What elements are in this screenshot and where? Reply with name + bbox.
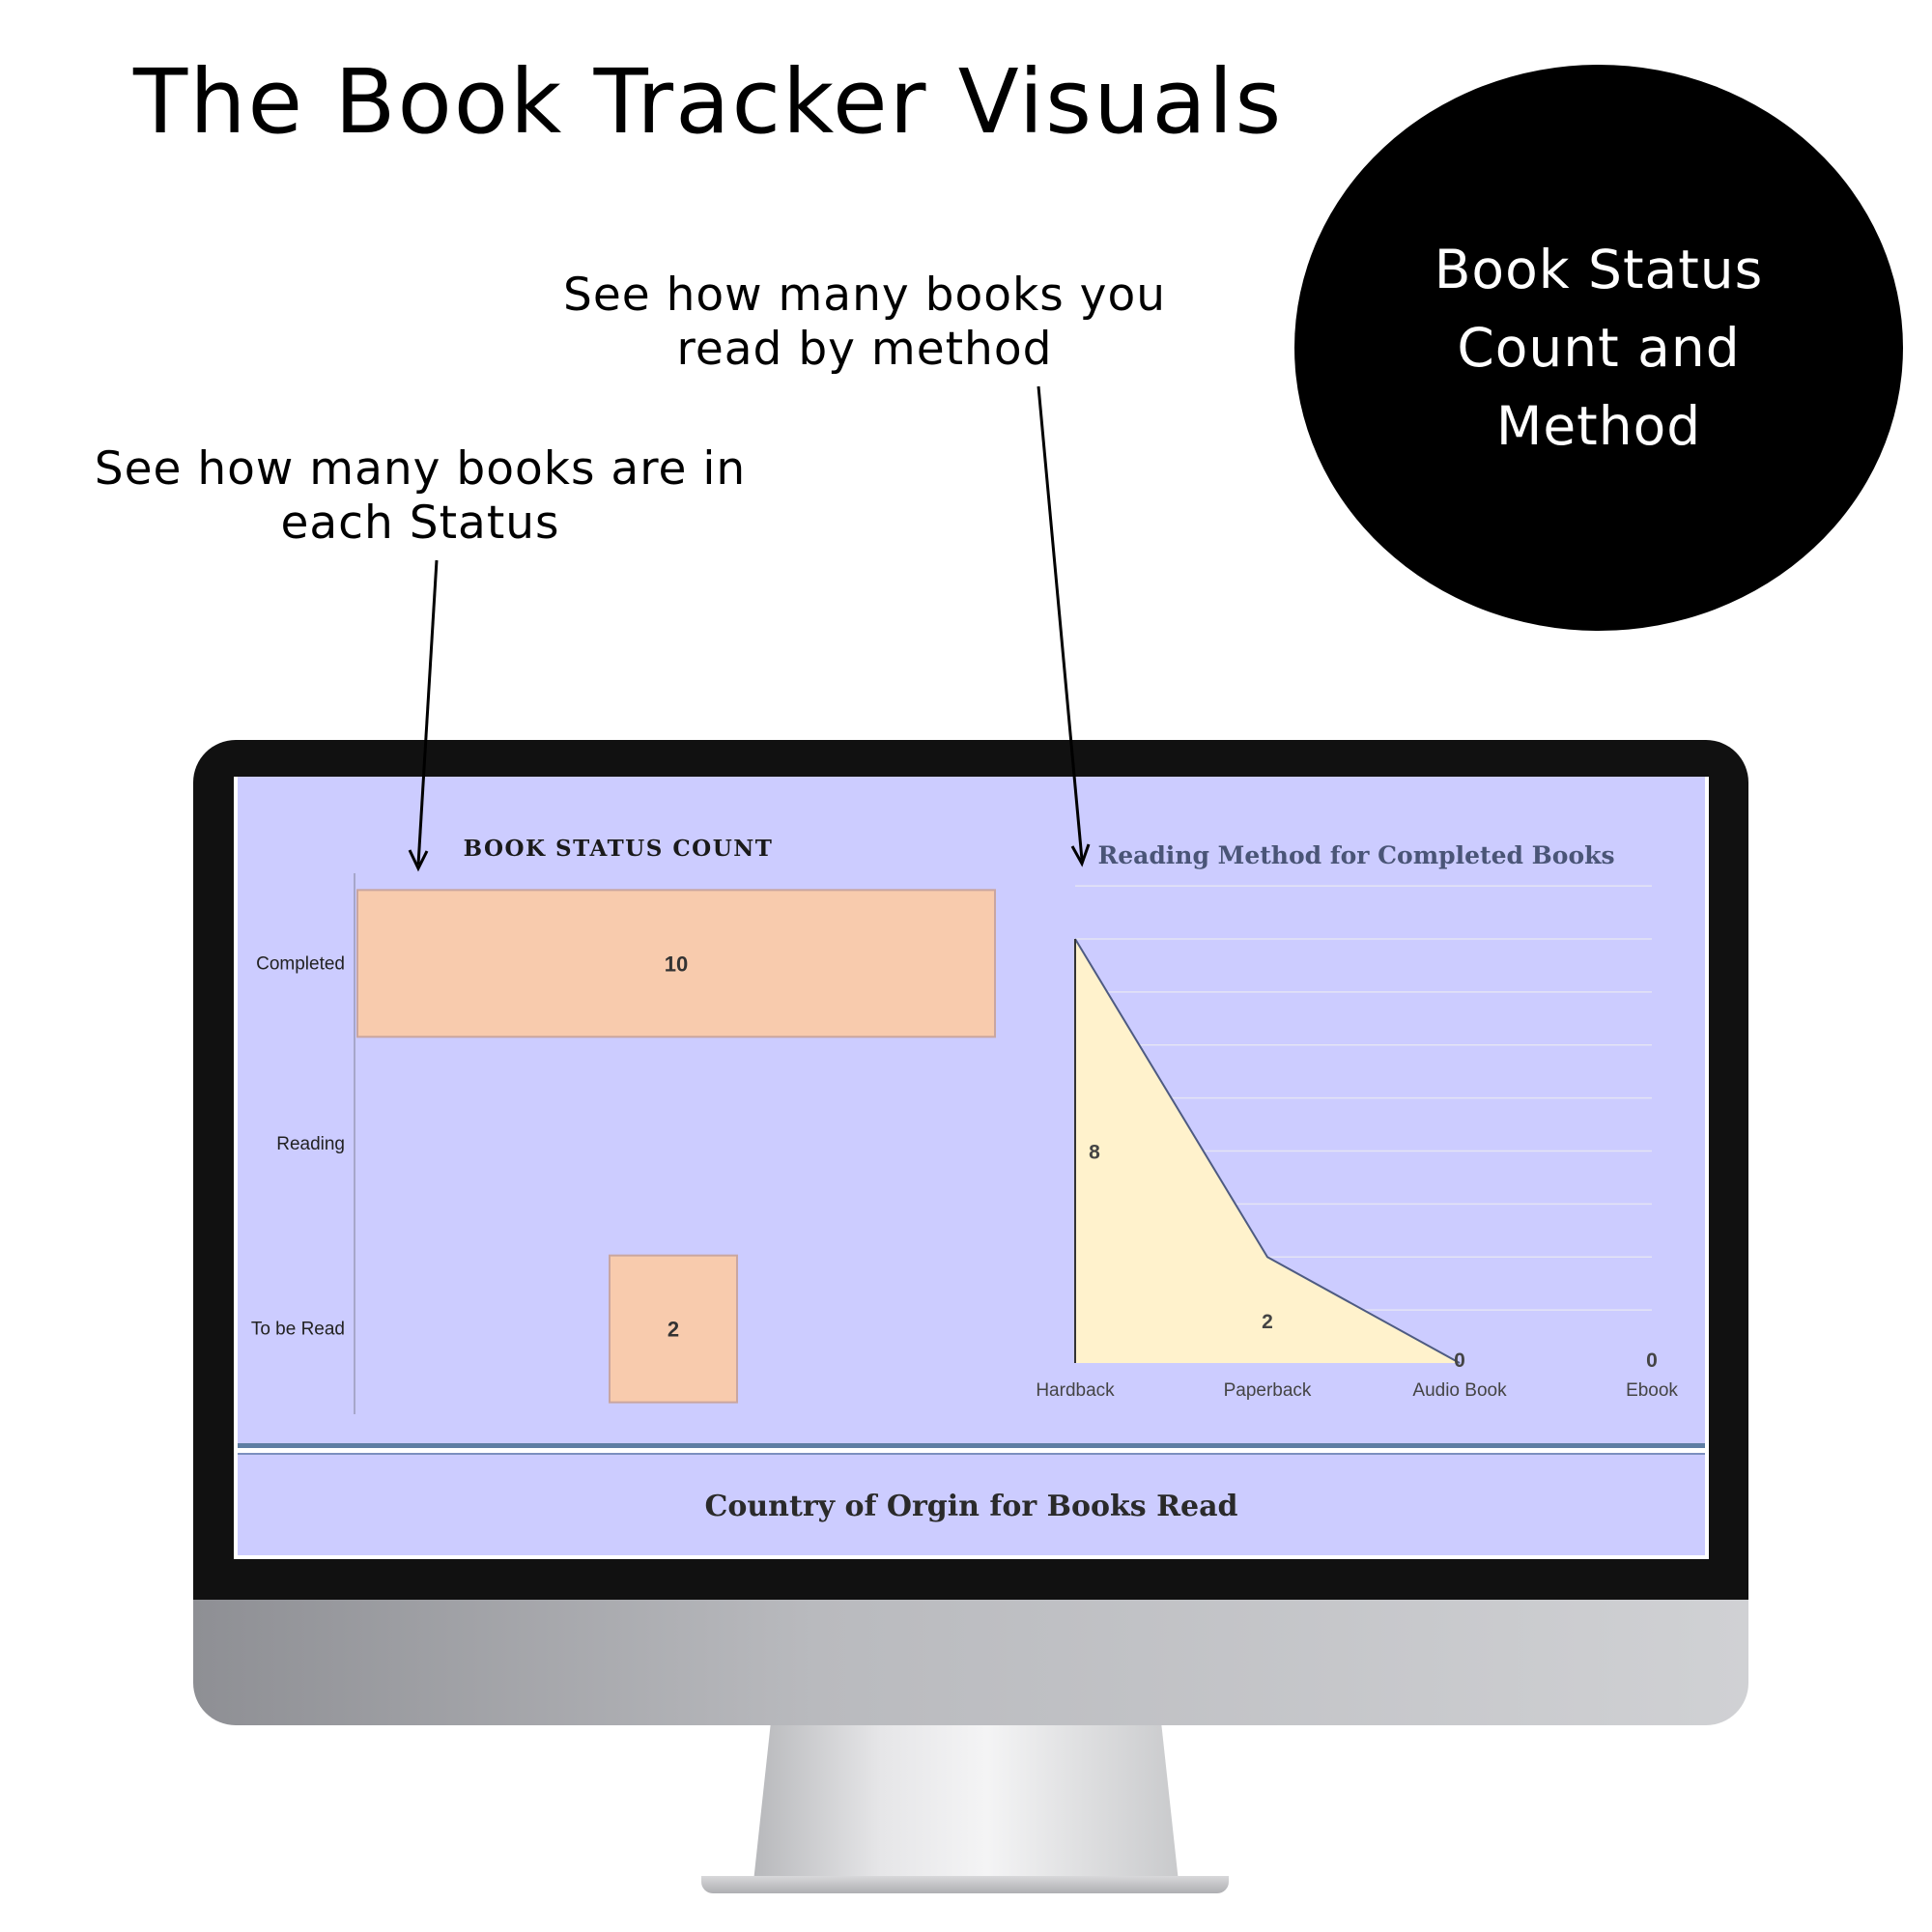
country-panel: Country of Orgin for Books Read — [238, 1453, 1705, 1555]
arrow-method-line — [1037, 385, 1084, 861]
panel-divider — [238, 1443, 1705, 1448]
area-category-label: Hardback — [1036, 1380, 1115, 1401]
area-category-label: Audio Book — [1412, 1380, 1507, 1401]
callout-status: See how many books are in each Status — [68, 442, 773, 551]
callout-line: each Status — [280, 497, 560, 550]
area-data-label: 0 — [1646, 1350, 1658, 1372]
area-category-label: Paperback — [1224, 1380, 1312, 1401]
badge-circle: Book Status Count and Method — [1294, 65, 1903, 631]
area-fill — [1075, 939, 1460, 1363]
bar-data-label: 2 — [668, 1318, 679, 1342]
country-chart-title: Country of Orgin for Books Read — [704, 1490, 1238, 1523]
area-data-label: 0 — [1454, 1350, 1465, 1372]
monitor-stand — [753, 1725, 1179, 1882]
bar — [609, 1254, 738, 1404]
area-chart-title: Reading Method for Completed Books — [1097, 841, 1614, 869]
bar-category-label: Reading — [276, 1134, 345, 1154]
page-title: The Book Tracker Visuals — [133, 50, 1284, 154]
arrow-status-line — [416, 559, 439, 866]
callout-line: See how many books are in — [94, 442, 747, 496]
badge-line: Book Status — [1434, 238, 1764, 300]
bar-category-label: To be Read — [251, 1320, 345, 1340]
badge-line: Method — [1495, 394, 1702, 457]
bar — [356, 889, 996, 1038]
monitor-chin — [193, 1600, 1748, 1725]
monitor-stand-foot — [701, 1876, 1229, 1893]
area-line — [1074, 938, 1461, 1364]
bar-data-label: 10 — [665, 952, 688, 976]
arrow-method-head — [1070, 843, 1091, 867]
arrow-status-head — [408, 849, 429, 872]
callout-line: read by method — [676, 323, 1053, 376]
bar-chart-title: BOOK STATUS COUNT — [464, 836, 774, 862]
callout-method: See how many books you read by method — [522, 269, 1208, 377]
area-data-label: 2 — [1262, 1311, 1273, 1333]
area-data-label: 8 — [1089, 1142, 1100, 1164]
badge-line: Count and — [1457, 316, 1741, 379]
area-category-label: Ebook — [1626, 1380, 1678, 1401]
bar-category-label: Completed — [256, 953, 345, 974]
charts-panel — [238, 777, 1705, 1443]
dashboard-screen: Country of Orgin for Books Read BOOK STA… — [234, 777, 1709, 1559]
callout-line: See how many books you — [562, 269, 1166, 322]
